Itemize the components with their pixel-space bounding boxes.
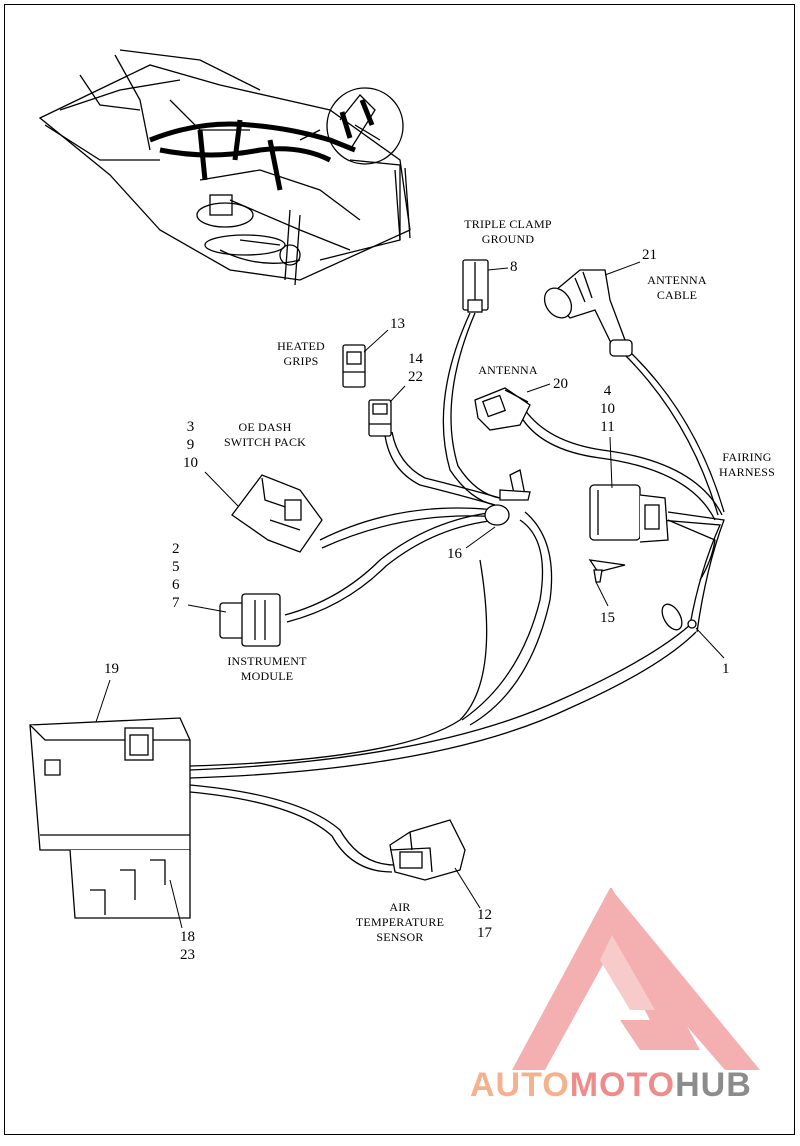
controller-module-icon xyxy=(29,717,191,919)
callout-1: 1 xyxy=(722,661,730,677)
instrument-module-connector-icon xyxy=(219,593,281,647)
push-clip-icon xyxy=(588,559,626,583)
callout-21: 21 xyxy=(642,247,657,263)
air-temperature-sensor-icon xyxy=(389,819,466,881)
cable-tie-icon xyxy=(661,603,697,631)
antenna-cable-connector-icon xyxy=(543,269,633,357)
callout-20: 20 xyxy=(553,376,568,392)
wiring-harness-inset-icon xyxy=(149,99,375,191)
callout-8: 8 xyxy=(510,259,518,275)
triple-clamp-ground-connector-icon xyxy=(462,259,489,313)
oe-dash-switch-pack-connector-icon xyxy=(231,474,323,553)
watermark-wordmark: AUTOMOTOHUB xyxy=(470,1066,752,1104)
connector-4-10-11-icon xyxy=(589,484,669,543)
watermark-logo-icon xyxy=(512,888,760,1070)
callout-13: 13 xyxy=(390,316,405,332)
label-antenna: ANTENNA xyxy=(478,363,538,377)
motorcycle-frame-inset-icon xyxy=(38,49,411,286)
callout-leaders xyxy=(95,261,725,929)
harness-clip-icon xyxy=(484,469,531,526)
antenna-connector-icon xyxy=(474,387,531,431)
connector-14-22-icon xyxy=(368,399,392,437)
callout-16: 16 xyxy=(447,546,462,562)
diagram-frame xyxy=(4,4,795,1135)
harness-wires xyxy=(189,312,725,873)
heated-grips-connector-icon xyxy=(342,344,366,388)
callout-15: 15 xyxy=(600,610,615,626)
callout-19: 19 xyxy=(104,661,119,677)
